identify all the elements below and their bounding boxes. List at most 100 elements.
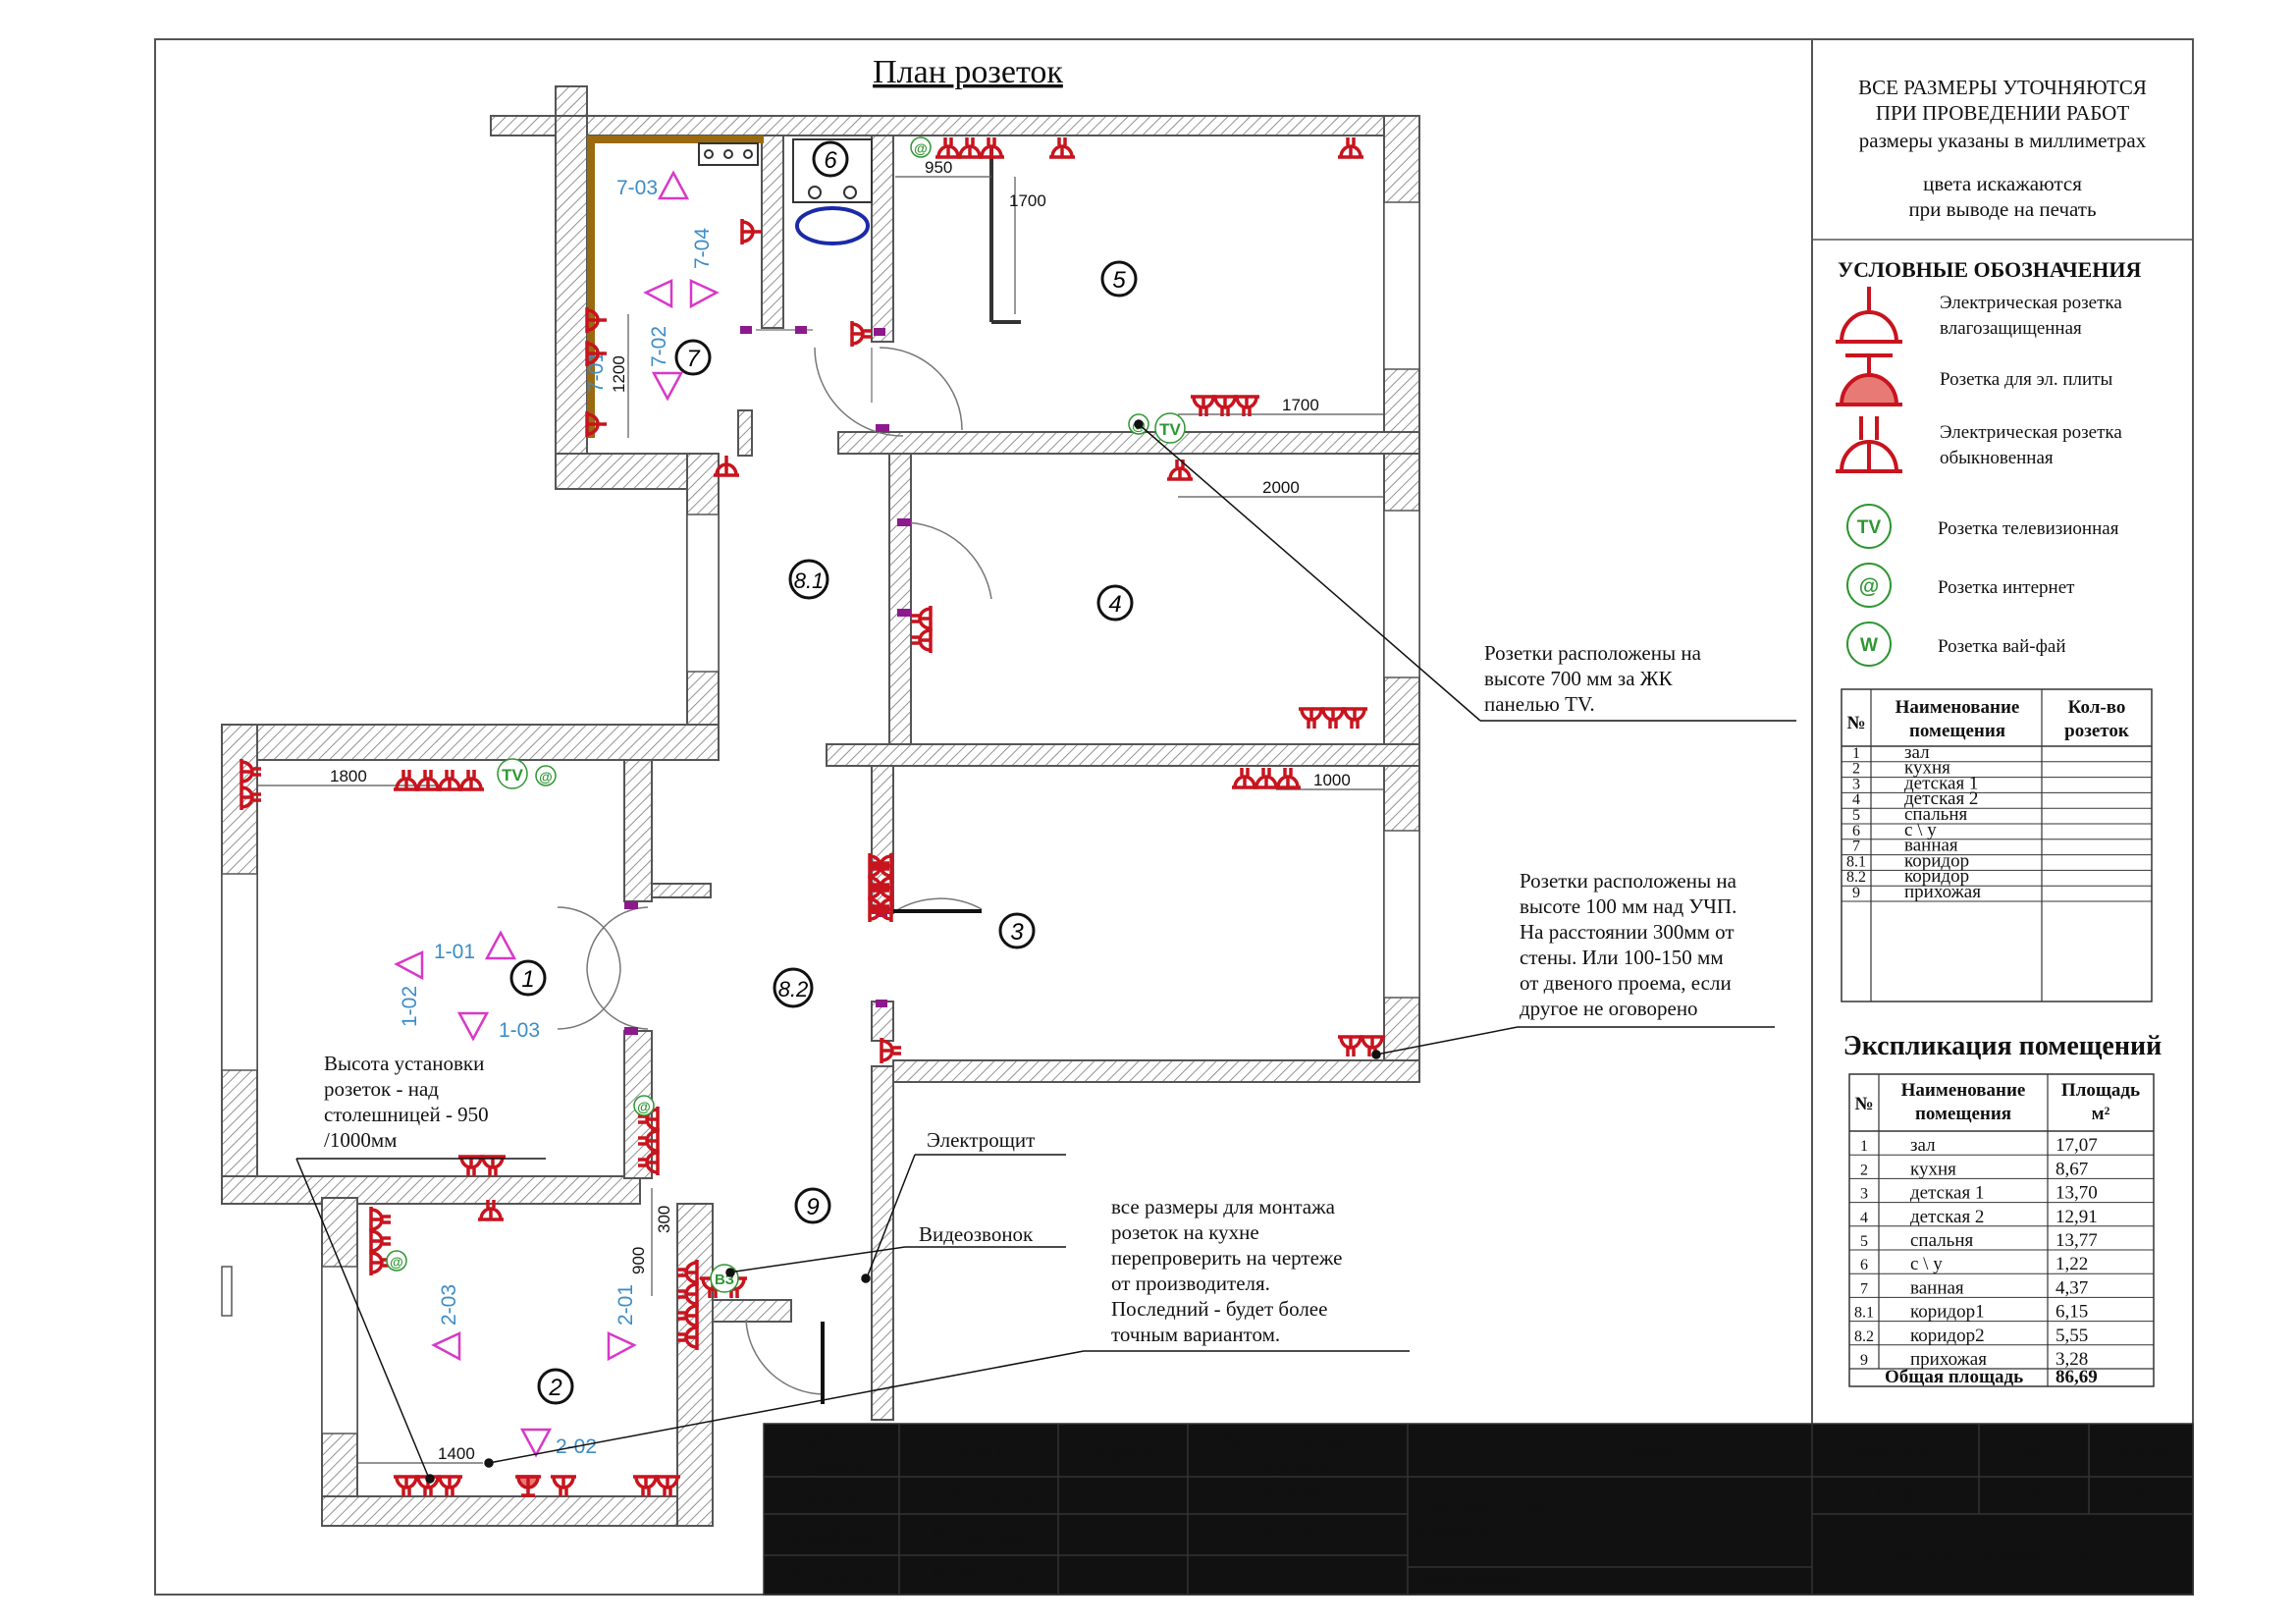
outlet xyxy=(1232,768,1257,789)
floor-plan xyxy=(221,85,1420,1527)
outlet xyxy=(369,1228,391,1254)
explication-header: Наименование xyxy=(1901,1080,2026,1101)
expl-row-name: с \ у xyxy=(1910,1254,1943,1274)
moisture-outlet xyxy=(585,341,607,366)
note-dims: ПРИ ПРОВЕДЕНИИ РАБОТ xyxy=(1876,101,2129,125)
outlet xyxy=(868,853,889,879)
annotation-floor: стены. Или 100-150 мм xyxy=(1520,946,1724,969)
door-jambs xyxy=(624,326,911,1035)
stamp-role: Заказчик xyxy=(794,1486,868,1507)
windows xyxy=(221,201,1420,1435)
svg-text:@: @ xyxy=(914,140,928,156)
svg-text:9: 9 xyxy=(806,1194,819,1220)
stamp-value: 1:100 xyxy=(1873,1486,1918,1507)
count-row-n: 2 xyxy=(1852,761,1860,778)
dim-label: 900 xyxy=(629,1247,648,1274)
stamp-header: Листов xyxy=(2110,1442,2170,1464)
toilet-bowl xyxy=(795,206,870,245)
stamp-name: Н. Полеева xyxy=(933,1525,1026,1546)
expl-row-area: 6,15 xyxy=(2056,1302,2088,1323)
annotation-tv: Розетки расположены на xyxy=(1484,641,1702,665)
count-table-header: розеток xyxy=(2064,721,2129,741)
annotation-floor: Розетки расположены на xyxy=(1520,869,1737,893)
stamp-date: 28.12.2016 xyxy=(1254,1525,1342,1546)
note-colors: цвета искажаются xyxy=(1923,172,2082,195)
outlet xyxy=(911,627,933,653)
annotation-tv: панелью TV. xyxy=(1484,692,1595,716)
svg-text:4: 4 xyxy=(1108,591,1121,618)
stamp-header: ФИО xyxy=(957,1440,1001,1462)
svg-text:1: 1 xyxy=(521,966,534,993)
room-number: 9 xyxy=(794,1187,831,1224)
room-number: 2 xyxy=(537,1368,574,1405)
legend-stove-outlet-icon xyxy=(1836,353,1902,406)
outlet xyxy=(633,1475,659,1496)
explication-header: № xyxy=(1854,1094,1873,1114)
count-row-n: 4 xyxy=(1852,791,1860,808)
count-table-header: Наименование xyxy=(1896,697,2020,718)
count-row-name: детская 2 xyxy=(1904,788,1978,809)
dim-label: 1700 xyxy=(1009,191,1046,210)
mark-label: 7-02 xyxy=(648,326,670,367)
outlet xyxy=(1254,768,1279,789)
stamp-header: проекта xyxy=(798,1454,864,1476)
outlet xyxy=(1338,137,1363,159)
outlet xyxy=(240,785,261,810)
outlet xyxy=(437,770,462,791)
toilet-cistern xyxy=(792,138,873,203)
expl-row-name: зал xyxy=(1910,1135,1936,1156)
svg-text:8.2: 8.2 xyxy=(778,977,809,1001)
svg-text:@: @ xyxy=(637,1099,651,1114)
annotation-counter: /1000мм xyxy=(324,1128,397,1152)
outlet xyxy=(868,875,889,900)
legend-label: Розетка вай-фай xyxy=(1938,636,2066,657)
annotation-floor: На расстоянии 300мм от xyxy=(1520,920,1735,944)
svg-text:@: @ xyxy=(390,1254,403,1270)
outlet xyxy=(638,1107,660,1132)
annotation-intercom: Видеозвонок xyxy=(919,1222,1034,1246)
room-number: 6 xyxy=(812,140,849,178)
svg-text:TV: TV xyxy=(1857,517,1882,538)
moisture-outlet xyxy=(585,307,607,333)
count-row-name: прихожая xyxy=(1904,882,1981,902)
annotation-tv: высоте 700 мм за ЖК xyxy=(1484,667,1674,690)
stamp-header: Дата согласования xyxy=(1220,1429,1374,1450)
expl-row-area: 8,67 xyxy=(2056,1159,2088,1179)
stamp-header: Подпись xyxy=(1087,1442,1158,1464)
dimension-lines xyxy=(257,176,1384,1464)
count-table-header: № xyxy=(1846,713,1865,733)
outlet xyxy=(1320,707,1346,729)
notes-block: ВСЕ РАЗМЕРЫ УТОЧНЯЮТСЯ ПРИ ПРОВЕДЕНИИ РА… xyxy=(1858,76,2147,221)
explication-table: № Наименование помещения Площадь м² Обща… xyxy=(1848,1073,2155,1387)
note-dims: размеры указаны в миллиметрах xyxy=(1859,129,2147,152)
outlet xyxy=(655,1475,680,1496)
dim-label: 1700 xyxy=(1282,396,1319,414)
outlet xyxy=(638,1128,660,1154)
legend-moisture-outlet-icon xyxy=(1836,287,1902,344)
outlet xyxy=(850,321,872,347)
count-row-name: коридор xyxy=(1904,866,1969,887)
expl-row-name: кухня xyxy=(1910,1159,1956,1179)
bathroom-fixtures xyxy=(698,138,1021,324)
expl-row-name: детская 2 xyxy=(1910,1207,1984,1227)
count-row-n: 9 xyxy=(1852,885,1860,901)
moisture-outlet xyxy=(740,219,762,244)
outlet xyxy=(1212,395,1238,416)
intercom-socket: ВЗ xyxy=(710,1264,739,1293)
expl-row-area: 1,22 xyxy=(2056,1254,2088,1274)
expl-row-name: детская 1 xyxy=(1910,1183,1984,1204)
count-row-n: 5 xyxy=(1852,807,1860,824)
legend-internet-icon: @ xyxy=(1846,563,1892,608)
svg-text:6: 6 xyxy=(824,147,837,174)
outlet xyxy=(1299,707,1324,729)
count-row-name: спальня xyxy=(1904,804,1968,825)
expl-row-area: 5,55 xyxy=(2056,1326,2088,1346)
annotation-counter: Высота установки xyxy=(324,1052,484,1075)
stamp-header: Масштаб xyxy=(1857,1442,1935,1464)
annotation-kitchen: точным вариантом. xyxy=(1111,1323,1280,1346)
stamp-copyright: © ООО "Полеева" 2016 г xyxy=(1897,1544,2107,1566)
outlet xyxy=(1049,137,1075,159)
expl-row-area: 4,37 xyxy=(2056,1277,2088,1298)
stamp-value: 22 xyxy=(2131,1486,2151,1507)
